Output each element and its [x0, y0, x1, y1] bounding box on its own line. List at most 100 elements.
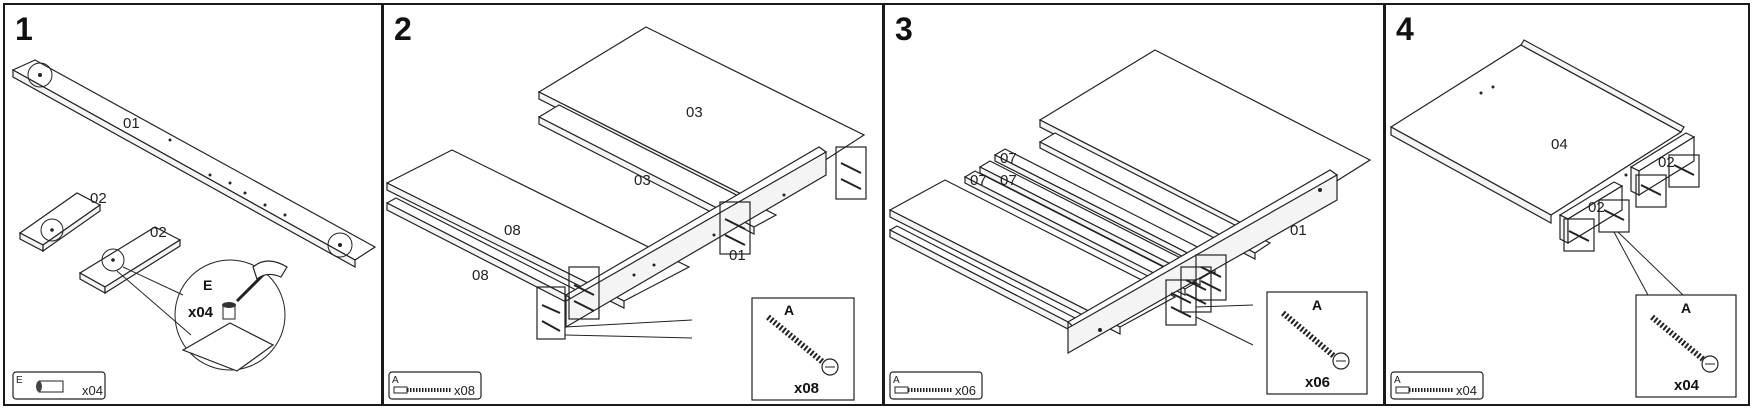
step-1-panel: 1 01 02 [3, 3, 383, 406]
hole [338, 243, 342, 247]
panel-08-edge [889, 209, 1121, 335]
part-label: 01 [1290, 222, 1307, 239]
hardware-legend [12, 371, 106, 400]
callout-qty: x04 [188, 304, 214, 321]
hole [283, 213, 287, 217]
screw-location-box [1195, 254, 1227, 301]
screw-icon [1395, 386, 1454, 394]
panel-04-back-edge [1520, 39, 1685, 133]
step-number: 3 [895, 11, 913, 47]
hole [38, 73, 42, 77]
callout-letter: E [203, 277, 212, 293]
hole [228, 181, 232, 185]
panel-01-edge [1067, 173, 1338, 355]
screw-icon [894, 386, 953, 394]
leader-line [1617, 231, 1684, 296]
screw-location-box [536, 286, 566, 340]
legend-qty: x04 [82, 383, 103, 398]
callout-letter: A [1312, 297, 1322, 313]
screw-icon [1281, 310, 1350, 370]
hole [263, 203, 267, 207]
screw-marks [1568, 164, 1695, 242]
part-label: 07 [1000, 150, 1017, 167]
hole [712, 233, 716, 237]
leader-line [1613, 231, 1649, 296]
legend-letter: E [16, 375, 23, 386]
cam-dowel-icon [36, 380, 64, 393]
cam-circle [27, 62, 53, 88]
screw-callout-box [1635, 294, 1737, 398]
step-number: 2 [394, 11, 412, 47]
part-label: 02 [90, 190, 107, 207]
callout-qty: x08 [794, 380, 819, 397]
rail-01-edge [12, 68, 356, 269]
panel-08-edge [386, 182, 625, 309]
cam-circle [327, 232, 353, 258]
part-label: 08 [472, 267, 489, 284]
dowel-head [222, 302, 236, 308]
leader-line [1195, 304, 1254, 308]
legend-letter: A [392, 375, 399, 386]
screw-marks [1170, 266, 1222, 318]
part-label: 08 [504, 222, 521, 239]
screw-location-box [1635, 174, 1667, 208]
screw-location-box [568, 266, 600, 320]
screw-callout-box [751, 297, 855, 401]
hardware-legend [889, 371, 983, 400]
part-label: 07 [1000, 172, 1017, 189]
hole [782, 193, 786, 197]
step-2-panel: 2 03 03 08 08 01 [382, 3, 884, 406]
step-3-drawing: 07 07 07 01 [888, 49, 1372, 400]
side-02-face [1638, 135, 1695, 197]
leader-line [564, 334, 693, 339]
hole [652, 263, 656, 267]
hardware-legend [1390, 371, 1484, 400]
step-3-panel: 3 07 07 07 01 [883, 3, 1385, 406]
hole [243, 191, 247, 195]
screw-icon [766, 314, 839, 376]
step-2-drawing: 03 03 08 08 01 [385, 26, 867, 401]
screw-icon [393, 386, 452, 394]
part-label: 07 [970, 172, 987, 189]
part-label: 01 [729, 247, 746, 264]
hole [632, 273, 636, 277]
hole [111, 258, 115, 262]
callout-qty: x04 [1674, 377, 1700, 394]
part-label: 03 [686, 104, 703, 121]
detail-board [181, 322, 275, 372]
screw-icon [1650, 314, 1719, 373]
screw-location-box [1668, 154, 1700, 188]
part-label: 04 [1551, 136, 1568, 153]
screw-location-box [1563, 218, 1595, 252]
panel-04-edge [1390, 125, 1552, 225]
hammer-head [252, 260, 288, 281]
legend-letter: A [1394, 375, 1401, 386]
side-02-edge [1630, 166, 1640, 196]
legend-qty: x08 [454, 383, 475, 398]
step-4-panel: 4 04 02 02 [1384, 3, 1750, 406]
screw-marks [541, 162, 862, 332]
step-number: 1 [15, 11, 33, 47]
step-1-drawing: 01 02 02 E [11, 59, 377, 400]
shelf-07-edge [979, 166, 1201, 286]
cam-circle [101, 248, 125, 272]
cam-circle [40, 218, 64, 242]
leader-line [122, 266, 184, 296]
hole [1624, 173, 1628, 177]
detail-circle [174, 259, 286, 371]
step-number: 4 [1396, 11, 1414, 47]
hole [208, 173, 212, 177]
step-4-drawing: 04 02 02 [1389, 39, 1737, 400]
hole [50, 228, 54, 232]
part-label: 03 [634, 172, 651, 189]
leader-line [1195, 316, 1254, 346]
screw-location-box [719, 201, 751, 255]
panel-03b-edge [1039, 141, 1256, 260]
hole [1491, 85, 1495, 89]
part-label: 01 [123, 115, 140, 132]
hardware-legend [388, 371, 482, 400]
hole [1098, 328, 1102, 332]
shelf-07-edge [964, 176, 1186, 296]
hole [168, 138, 172, 142]
